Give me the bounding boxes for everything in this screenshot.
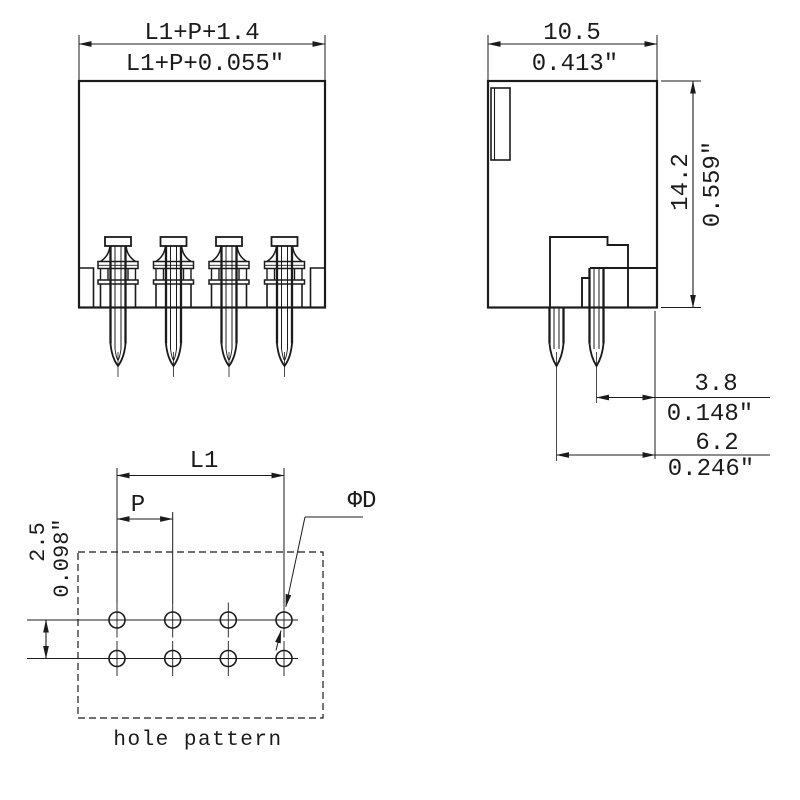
leader-line — [285, 516, 306, 608]
side-height-dimension: 14.2 0.559" — [661, 80, 727, 308]
side-view: 10.5 0.413" 14.2 0.559" 3.8 0.148" 6.2 0… — [486, 20, 770, 483]
side-bottom-notch — [549, 236, 657, 308]
hole-pattern-caption: hole pattern — [113, 729, 282, 752]
hole-row-center-lines — [27, 619, 298, 659]
pin-front-offset-mm-label: 6.2 — [695, 430, 738, 457]
side-height-mm-label: 14.2 — [668, 153, 695, 211]
side-width-inch-label: 0.413" — [532, 51, 618, 78]
pin-rear-offset-mm-label: 3.8 — [694, 371, 737, 398]
side-width-dimension: 10.5 0.413" — [487, 20, 658, 80]
leader-line-lower — [275, 630, 282, 651]
side-housing-outline — [486, 79, 659, 309]
side-pin-rear — [588, 268, 605, 403]
side-pin-dimensions: 3.8 0.148" 6.2 0.246" — [556, 311, 770, 483]
pin-front-offset-inch-label: 0.246" — [668, 456, 754, 483]
hole-diameter-callout: ΦD — [275, 488, 377, 651]
hole-pattern-view: L1 P 2.5 0.098" ΦD hole pattern — [26, 448, 376, 752]
side-height-inch-label: 0.559" — [700, 141, 727, 227]
front-width-mm-label: L1+P+1.4 — [144, 20, 259, 47]
front-view: L1+P+1.4 L1+P+0.055" — [77, 20, 327, 379]
hole-length-dimension: L1 — [116, 448, 285, 479]
front-width-dimension: L1+P+1.4 L1+P+0.055" — [78, 20, 326, 80]
hole-diameter-label: ΦD — [348, 488, 377, 515]
row-spacing-mm-label: 2.5 — [26, 522, 51, 562]
front-housing-outline — [77, 79, 327, 309]
front-housing-corner-steps — [79, 267, 325, 308]
front-width-inch-label: L1+P+0.055" — [126, 51, 284, 78]
pin-rear-offset-inch-label: 0.148" — [667, 401, 753, 428]
hole-length-label: L1 — [190, 448, 219, 475]
pcb-outline-dashed — [77, 551, 324, 719]
side-pin-front — [548, 307, 565, 461]
row-spacing-dimension: 2.5 0.098" — [26, 518, 75, 659]
side-width-mm-label: 10.5 — [543, 20, 601, 47]
hole-pitch-label: P — [131, 492, 145, 519]
hole-extension-lines — [116, 468, 285, 603]
hole-pitch-dimension: P — [116, 492, 174, 522]
side-latch-slot — [490, 87, 511, 161]
row-spacing-inch-label: 0.098" — [50, 518, 75, 597]
